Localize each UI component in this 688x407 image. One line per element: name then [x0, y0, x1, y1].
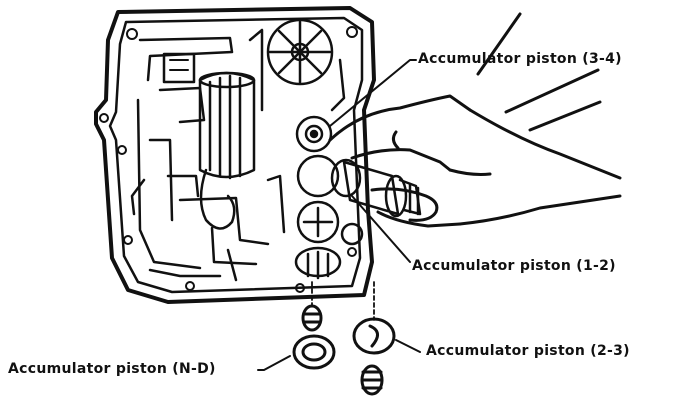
leader-1-2: [351, 195, 411, 263]
gear-wheel: [266, 18, 334, 86]
label-accumulator-piston-2-3: Accumulator piston (2-3): [426, 343, 630, 359]
bore-lower-right: [340, 222, 364, 246]
piston-2-3-removed: [352, 317, 396, 396]
valve-body-outline: [94, 6, 376, 304]
fluid-passages: [130, 28, 346, 282]
leader-lines: [257, 59, 421, 371]
removal-guide-lines: [311, 281, 375, 321]
bore-lower-n-d: [294, 246, 342, 280]
bolt-holes: [99, 26, 358, 293]
valve-body-inner-rim: [108, 16, 364, 294]
bore-lower-left: [296, 200, 340, 244]
bore-3-4: [295, 115, 333, 153]
leader-3-4: [329, 59, 417, 127]
hand-illustration: [328, 12, 622, 228]
label-accumulator-piston-3-4: Accumulator piston (3-4): [418, 51, 622, 67]
upper-block-detail: [169, 59, 189, 71]
leader-2-3: [395, 339, 421, 353]
label-accumulator-piston-1-2: Accumulator piston (1-2): [412, 258, 616, 274]
bore-1-2: [296, 154, 362, 198]
piston-n-d-removed: [292, 304, 336, 370]
upper-block: [162, 52, 196, 84]
leader-n-d: [257, 355, 291, 371]
solenoid-wire: [199, 168, 236, 230]
solenoid-cylinder: [198, 71, 256, 180]
label-accumulator-piston-n-d: Accumulator piston (N-D): [8, 361, 216, 377]
